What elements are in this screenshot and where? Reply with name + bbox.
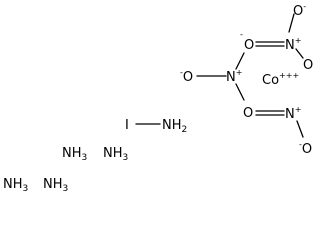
nitrogen-upper: N+ (285, 36, 301, 53)
oxygen-bottom: -O (299, 140, 312, 157)
oxygen-upper-right: O (303, 58, 313, 73)
oxygen-middle-left: -O (180, 68, 193, 85)
oxygen-top: O- (293, 2, 306, 19)
iodine-atom: I (125, 118, 129, 133)
bond-n1-o-top (288, 13, 295, 33)
bond-n3-o-bottom (296, 120, 304, 138)
nitrate-group-middle: -O N+ O (180, 68, 253, 121)
bond-lines (135, 13, 304, 138)
nitrogen-lower: N+ (285, 105, 301, 122)
ammonia-2: NH3 (103, 146, 128, 163)
nitrate-group-lower: N+ -O (285, 105, 312, 157)
nitrogen-middle: N+ (226, 68, 242, 85)
iodoamine: I NH2 (125, 118, 187, 135)
oxygen-middle-lower: O (243, 106, 253, 121)
ammonia-3: NH3 (3, 177, 28, 194)
ammonia-molecules: NH3 NH3 NH3 NH3 (3, 146, 128, 194)
amine-group: NH2 (162, 118, 187, 135)
bond-n1-o-right (295, 48, 304, 59)
oxygen-charge-upper-left: - (240, 30, 243, 39)
bond-n2-o-upper (235, 52, 245, 70)
bond-n2-o-lower (235, 83, 245, 101)
nitrate-group-upper: O- - O N+ O (240, 2, 313, 73)
cobalt-ion: Co+++ (262, 71, 299, 88)
oxygen-upper-left: O (244, 38, 254, 53)
ammonia-1: NH3 (62, 146, 87, 163)
ammonia-4: NH3 (43, 177, 68, 194)
chemical-structure-diagram: O- - O N+ O -O N+ O Co+++ N+ -O I NH2 NH… (3, 2, 313, 194)
